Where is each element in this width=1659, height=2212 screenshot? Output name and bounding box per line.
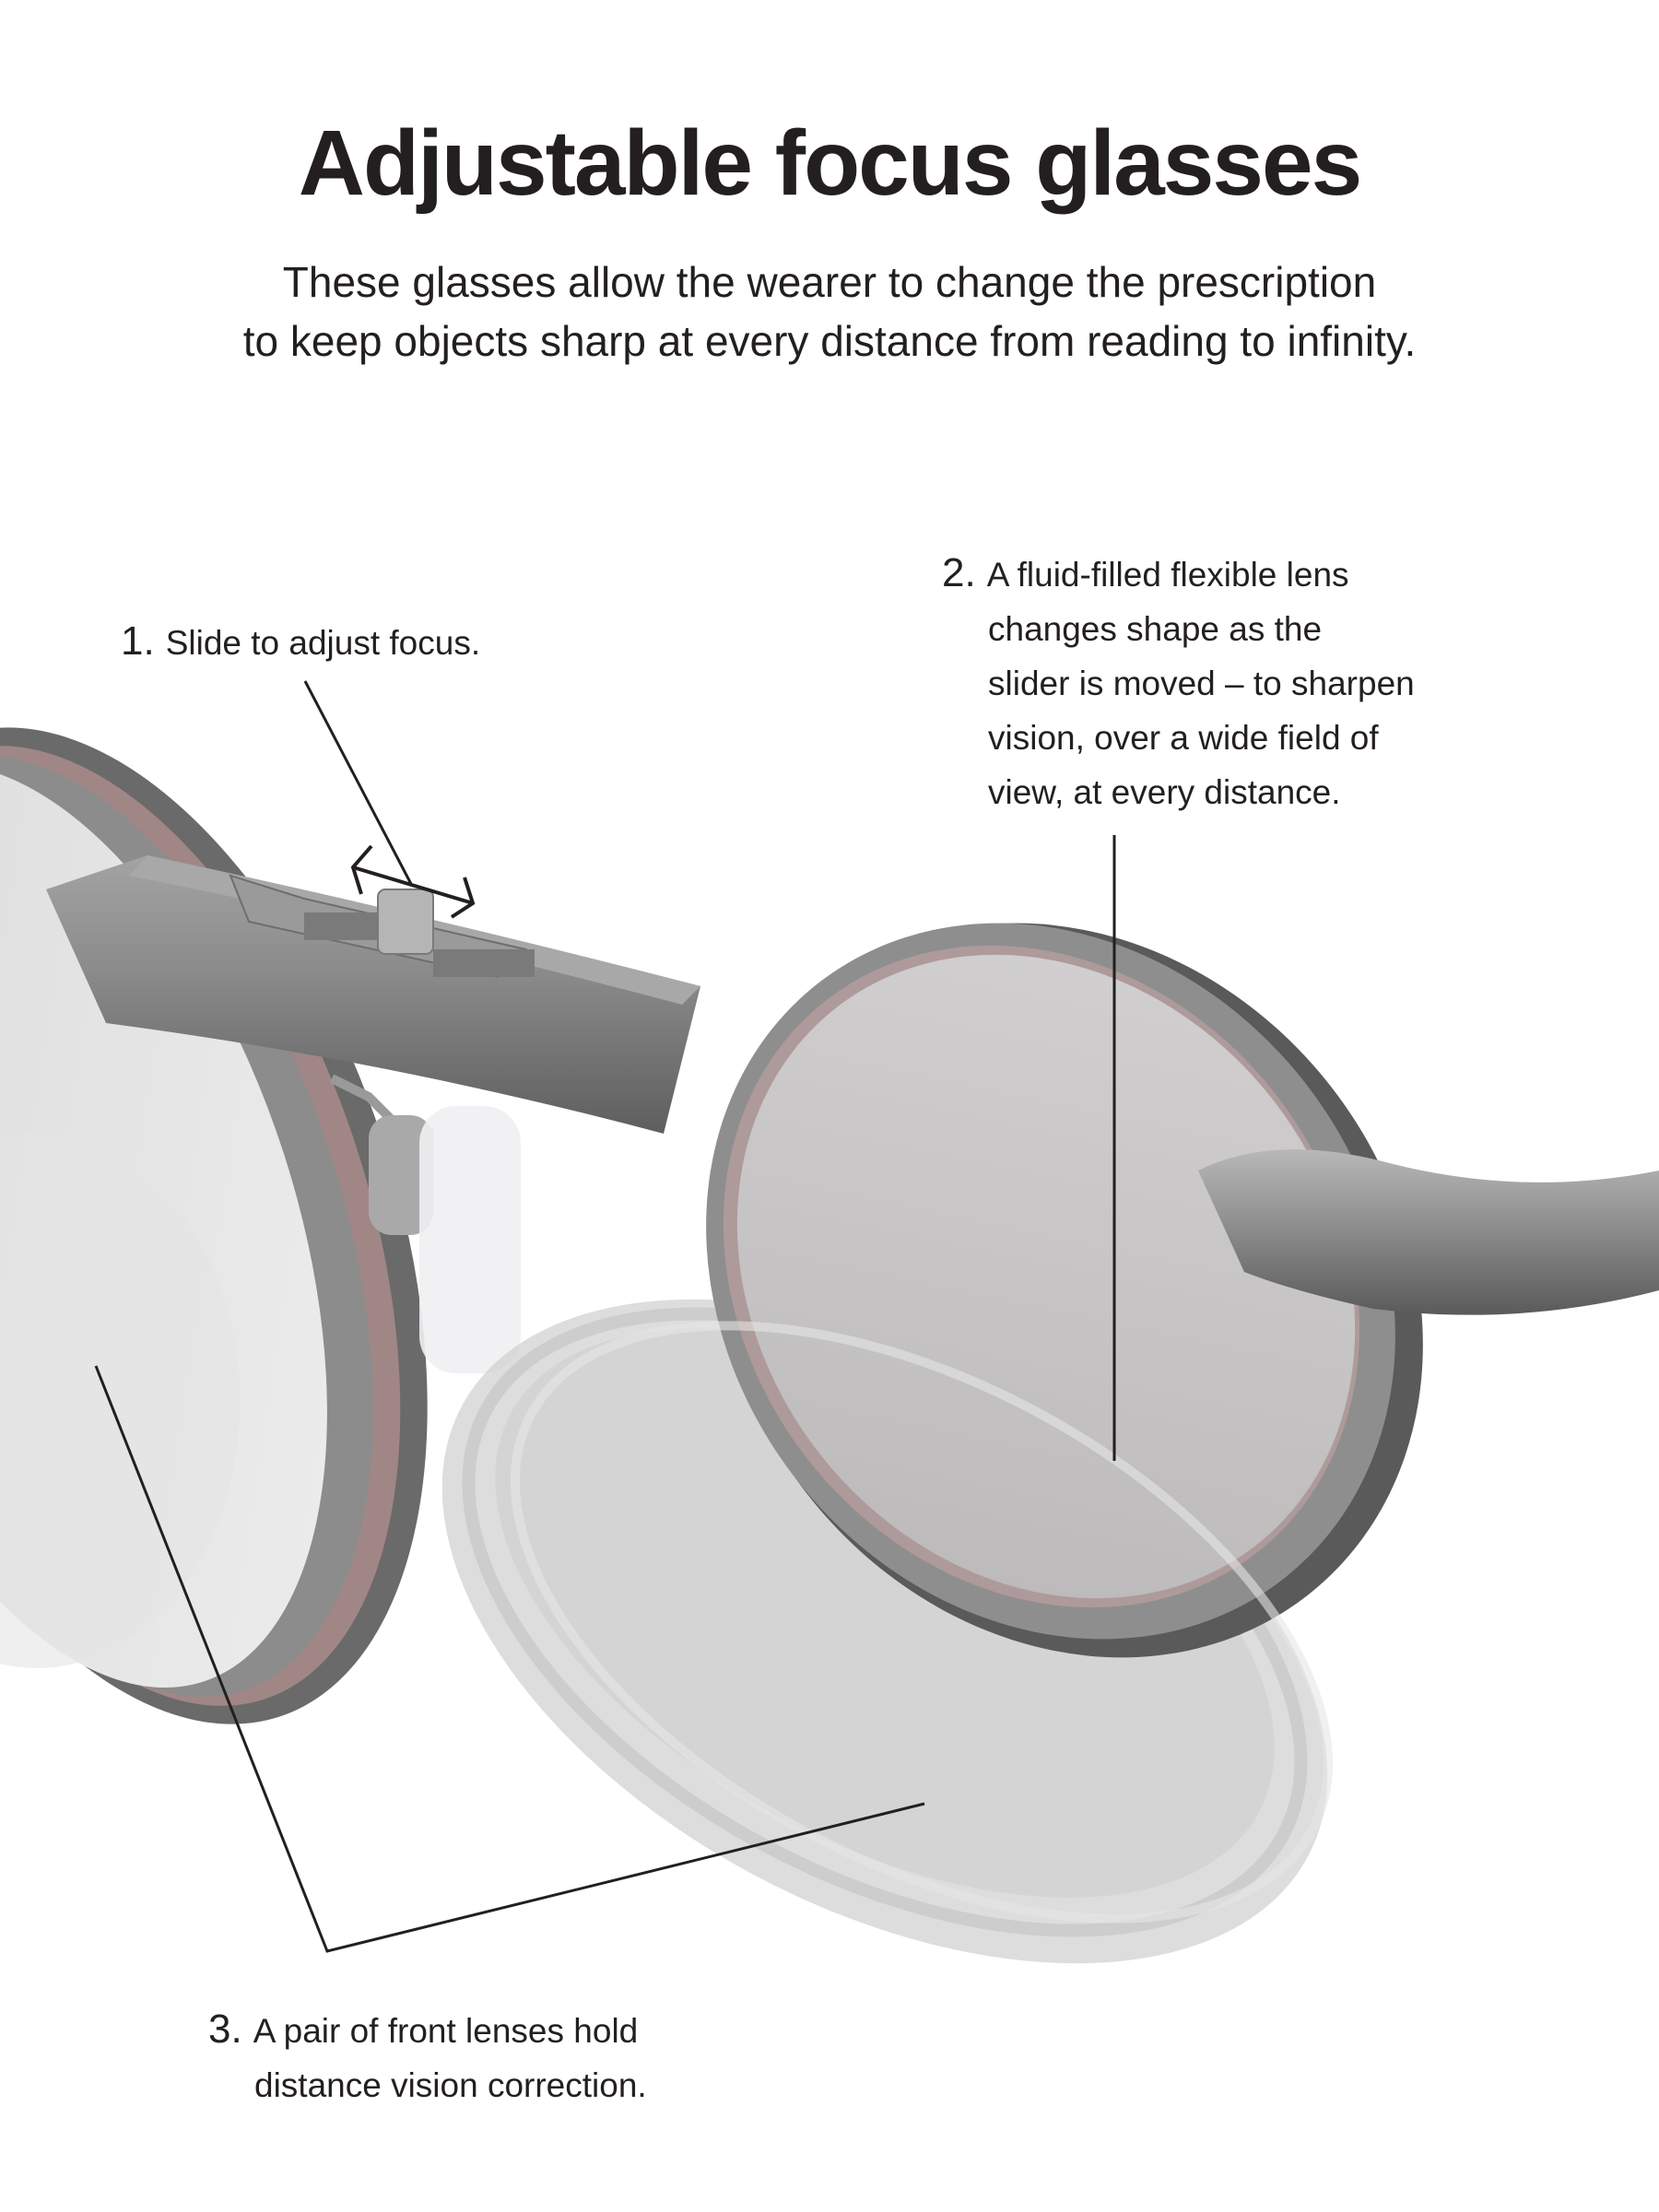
callout-2-line-5: view, at every distance. <box>988 773 1341 811</box>
callout-2-number: 2. <box>942 550 976 595</box>
page-title: Adjustable focus glasses <box>298 112 1362 215</box>
callout-3-line-1: A pair of front lenses hold <box>253 2012 639 2050</box>
callout-2-line-2: changes shape as the <box>988 610 1323 648</box>
bridge-slider <box>46 855 700 1134</box>
leader-line-3 <box>94 1365 925 1953</box>
subtitle: These glasses allow the wearer to change… <box>0 253 1659 371</box>
slide-arrow-icon <box>350 844 476 919</box>
nose-pad <box>329 1074 521 1373</box>
callout-2: 2. A fluid-filled flexible lens changes s… <box>942 546 1415 819</box>
callout-1: 1. Slide to adjust focus. <box>121 614 480 670</box>
callout-2-line-4: vision, over a wide field of <box>988 719 1379 757</box>
callout-1-text: Slide to adjust focus. <box>165 624 481 662</box>
leader-line-1 <box>303 680 414 887</box>
callout-3-number: 3. <box>208 2006 242 2052</box>
leader-lines <box>94 680 1116 1953</box>
right-lens <box>510 923 1423 1924</box>
callout-2-line-1: A fluid-filled flexible lens <box>986 556 1349 594</box>
callout-2-line-3: slider is moved – to sharpen <box>988 665 1415 702</box>
subtitle-line-1: These glasses allow the wearer to change… <box>282 258 1377 306</box>
callout-3: 3. A pair of front lenses hold distance v… <box>208 2002 647 2112</box>
subtitle-line-2: to keep objects sharp at every distance … <box>242 317 1417 365</box>
callout-1-number: 1. <box>121 618 155 664</box>
callout-3-line-2: distance vision correction. <box>254 2066 647 2104</box>
temple-arm <box>1198 1149 1659 1315</box>
